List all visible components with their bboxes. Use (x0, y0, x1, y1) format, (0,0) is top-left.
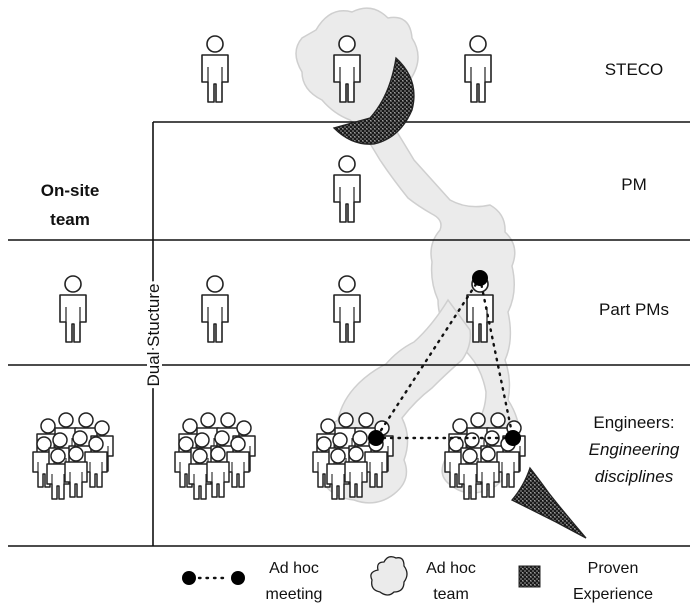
dual-structure-label: Dual Stucture (144, 284, 163, 387)
engineer-group-2 (175, 413, 255, 499)
legend-experience-label-2: Experience (573, 586, 653, 603)
part-pm-person-2 (201, 275, 229, 343)
meeting-dot-partpm (472, 270, 488, 286)
legend-meeting-icon (182, 571, 245, 585)
legend-team-label-2: team (433, 586, 469, 603)
meeting-dot-left (368, 430, 384, 446)
legend: Ad hoc meeting Ad hoc team Proven Experi… (182, 556, 653, 603)
pm-person (333, 155, 361, 223)
engineer-group-1 (33, 413, 113, 499)
legend-experience-icon (518, 565, 541, 588)
proven-experience-steco (332, 56, 415, 145)
legend-meeting-label-2: meeting (266, 586, 323, 603)
level-label-steco: STECO (605, 60, 664, 79)
steco-person-3 (464, 35, 492, 103)
legend-experience-label-1: Proven (588, 560, 639, 577)
part-pm-person-1 (59, 275, 87, 343)
part-pm-person-3 (333, 275, 361, 343)
level-label-pm: PM (621, 175, 647, 194)
legend-meeting-label-1: Ad hoc (269, 560, 319, 577)
level-label-part-pms: Part PMs (599, 300, 669, 319)
proven-experience-engineers (510, 466, 587, 539)
ad-hoc-meeting-network (368, 270, 521, 446)
level-label-disciplines: disciplines (595, 467, 674, 486)
legend-team-cloud-icon (370, 556, 408, 596)
legend-team-label-1: Ad hoc (426, 560, 476, 577)
onsite-team-label-line2: team (50, 210, 90, 229)
level-label-engineering: Engineering (589, 440, 680, 459)
meeting-dot-right (505, 430, 521, 446)
onsite-team-label-line1: On-site (41, 181, 100, 200)
level-label-engineers: Engineers: (593, 413, 674, 432)
steco-person-1 (201, 35, 229, 103)
